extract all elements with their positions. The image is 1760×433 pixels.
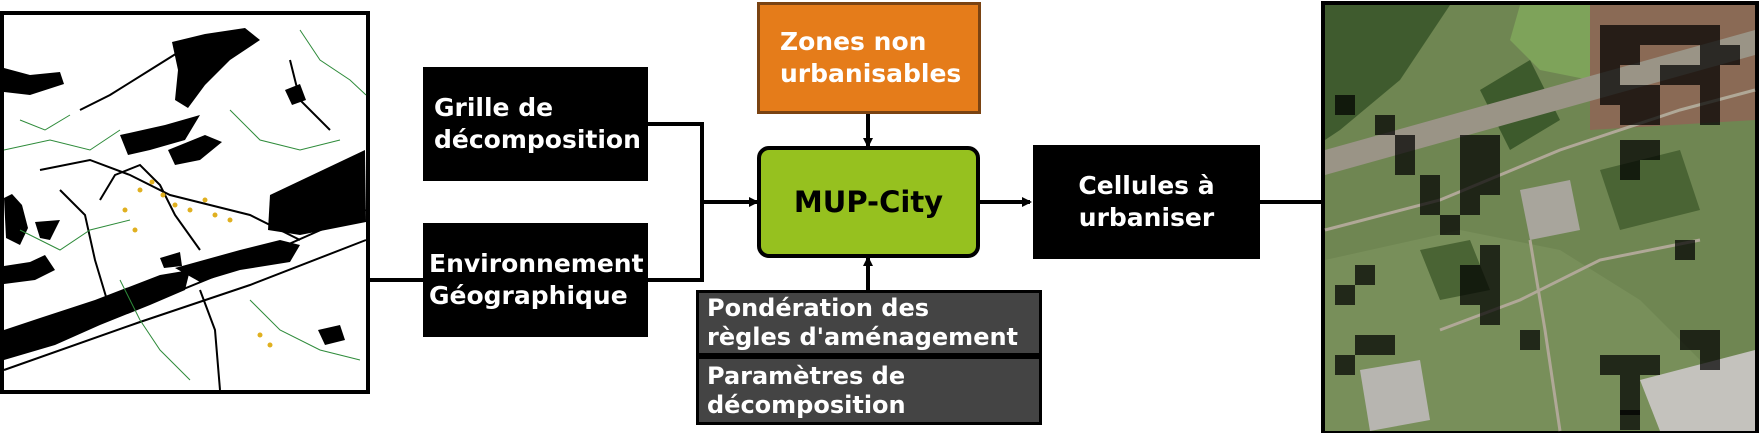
box-line: règles d'aménagement [707, 323, 1019, 351]
grille-de-decomposition-box: Grille de décomposition [423, 67, 648, 181]
mup-city-box: MUP-City [757, 146, 980, 258]
box-line: décomposition [434, 125, 641, 154]
ponderation-box: Pondération des règles d'aménagement [696, 290, 1042, 356]
box-line: urbanisables [780, 59, 962, 88]
connector-environnement-to-junction [648, 202, 704, 282]
cellules-a-urbaniser-box: Cellules à urbaniser [1033, 145, 1260, 259]
box-line: Cellules à [1078, 171, 1215, 200]
mup-city-label: MUP-City [793, 185, 944, 219]
connector-grille-to-junction [648, 122, 704, 202]
box-line: Géographique [429, 281, 628, 310]
box-line: urbaniser [1078, 203, 1215, 232]
box-line: Environnement [429, 249, 644, 278]
parametres-box: Paramètres de décomposition [696, 356, 1042, 425]
box-line: Grille de [434, 93, 554, 122]
box-line: Pondération des [707, 294, 930, 322]
environnement-geographique-box: Environnement Géographique [423, 223, 648, 337]
box-line: décomposition [707, 390, 906, 419]
box-line: Zones non [780, 27, 927, 56]
zones-non-urbanisables-box: Zones non urbanisables [757, 2, 981, 114]
box-line: Paramètres de [707, 361, 906, 390]
